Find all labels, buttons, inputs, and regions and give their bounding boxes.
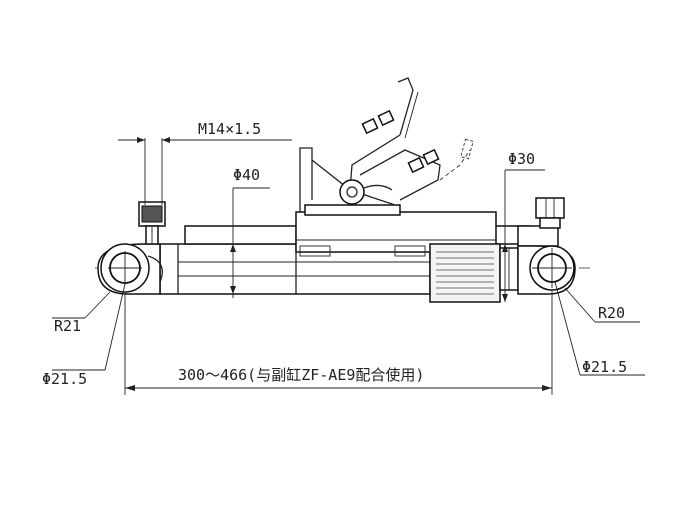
right-diameter-dimension: Φ30 xyxy=(504,150,545,244)
length-label: 300～466(与副缸ZF-AE9配合使用) xyxy=(178,366,424,384)
left-leaders: R21 Φ21.5 xyxy=(42,283,126,388)
lever-bracket xyxy=(299,77,474,212)
left-rod-eye xyxy=(97,243,163,295)
right-rod-eye xyxy=(517,197,576,295)
left-radius-label: R21 xyxy=(54,317,81,335)
right-hole-label: Φ21.5 xyxy=(582,358,627,376)
thread-dimension: M14×1.5 xyxy=(118,120,292,205)
left-hole-label: Φ21.5 xyxy=(42,370,87,388)
right-leaders: R20 Φ21.5 xyxy=(554,281,645,376)
rod-diameter-label: Φ40 xyxy=(233,166,260,184)
left-grease-nipple xyxy=(138,201,166,245)
length-dimension: 300～466(与副缸ZF-AE9配合使用) xyxy=(124,290,553,395)
bracket-bolts xyxy=(361,109,440,174)
thread-label: M14×1.5 xyxy=(198,120,261,138)
right-diameter-label: Φ30 xyxy=(508,150,535,168)
right-cylinder xyxy=(429,243,519,303)
rod-diameter-dimension: Φ40 xyxy=(230,166,270,298)
right-radius-label: R20 xyxy=(598,304,625,322)
